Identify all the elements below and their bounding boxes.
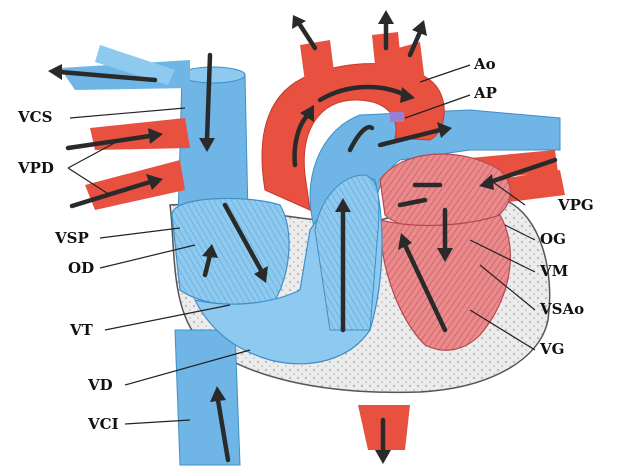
label-ap: AP bbox=[473, 84, 497, 102]
label-vci: VCI bbox=[87, 415, 119, 433]
label-vpg: VPG bbox=[557, 196, 594, 214]
label-ao: Ao bbox=[473, 55, 496, 73]
label-vpd: VPD bbox=[17, 159, 54, 177]
label-vm: VM bbox=[539, 262, 568, 280]
label-vcs: VCS bbox=[17, 108, 52, 126]
label-vt: VT bbox=[69, 321, 94, 339]
aortic-branch-1 bbox=[300, 40, 335, 82]
svc-opening bbox=[181, 67, 245, 83]
label-vsao: VSAo bbox=[539, 300, 584, 318]
label-vg: VG bbox=[539, 340, 564, 358]
label-vd: VD bbox=[87, 376, 113, 394]
label-od: OD bbox=[68, 259, 94, 277]
right-pulmonary-vein-upper bbox=[90, 118, 190, 150]
label-vsp: VSP bbox=[54, 229, 89, 247]
inferior-vena-cava bbox=[175, 330, 240, 465]
ductus-marker bbox=[390, 112, 404, 122]
label-og: OG bbox=[540, 230, 566, 248]
